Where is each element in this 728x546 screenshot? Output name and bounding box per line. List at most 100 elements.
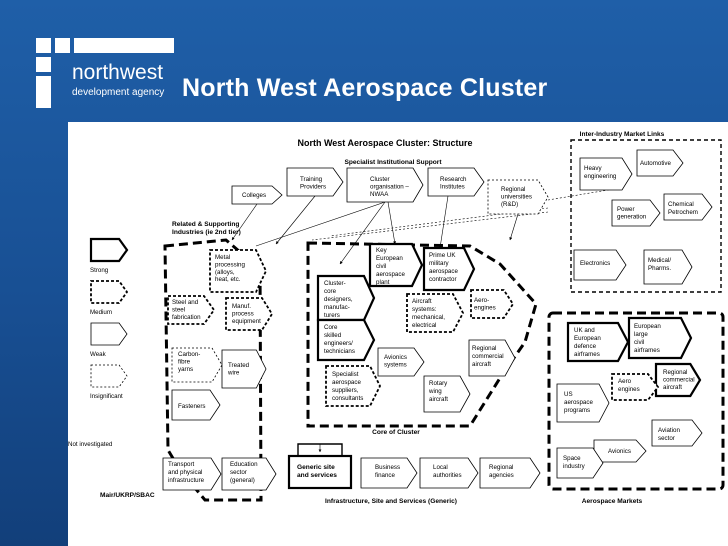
regional_agencies-line: agencies xyxy=(489,472,514,479)
cluster_core-line: manufac- xyxy=(324,304,350,311)
logo-square xyxy=(36,57,51,72)
cluster-org-link xyxy=(339,201,386,265)
aircraft_sys-line: systems: xyxy=(412,306,437,313)
business_fin-shape xyxy=(360,457,418,489)
legend-weak-shape xyxy=(90,322,128,346)
cluster-org-key-link xyxy=(387,201,397,245)
aero_engines2-line: Aero xyxy=(618,378,632,385)
core_skilled-line: engineers/ xyxy=(324,340,353,347)
aircraft_sys-shape xyxy=(406,293,465,333)
key_civil-line: European xyxy=(376,255,403,262)
chemical-line: Chemical xyxy=(668,201,694,208)
carbon-line: Carbon- xyxy=(178,351,200,358)
core_skilled-shape xyxy=(316,318,376,362)
electronics-line: Electronics xyxy=(580,260,610,267)
training-shape xyxy=(286,167,344,197)
core-of-cluster-label: Core of Cluster xyxy=(372,429,420,436)
aero_engines2-line: engines xyxy=(618,386,640,393)
local_auth-shape xyxy=(419,457,479,489)
manuf-shape xyxy=(225,297,274,331)
training-link xyxy=(275,195,316,245)
research-line: Institutes xyxy=(440,183,465,190)
electronics-shape xyxy=(573,249,627,281)
prime_uk-line: contractor xyxy=(429,276,457,283)
steel-shape xyxy=(167,295,216,325)
uk_defence-shape xyxy=(566,321,630,363)
generic-site-shape xyxy=(287,454,353,490)
avionics_sys-line: systems xyxy=(384,361,407,368)
logo-bar xyxy=(74,38,174,53)
local_auth-line: Local xyxy=(433,464,448,471)
colleges-link xyxy=(231,203,258,241)
specialist-line: consultants xyxy=(332,395,363,402)
legend-label-medium: Medium xyxy=(90,309,112,316)
specialist-support-label: Specialist Institutional Support xyxy=(344,159,442,166)
logo-square xyxy=(55,38,70,53)
research-line: Research xyxy=(440,176,467,183)
legend-medium-shape xyxy=(90,280,129,304)
treated-line: Treated xyxy=(228,362,250,369)
legend-label-weak: Weak xyxy=(90,351,107,358)
power_gen-line: generation xyxy=(617,213,647,220)
inter-industry-border xyxy=(570,139,722,293)
us_aero-line: US xyxy=(564,391,573,398)
training-line: Providers xyxy=(300,183,326,190)
logo-name: northwest xyxy=(72,61,164,84)
business_fin-line: Business xyxy=(375,464,400,471)
chemical-line: Petrochem xyxy=(668,209,698,216)
cluster-related-link xyxy=(255,201,386,247)
aviation-line: Aviation xyxy=(658,427,680,434)
prime_uk-line: military xyxy=(429,260,449,267)
cluster_core-line: turers xyxy=(324,312,340,319)
chemical-shape xyxy=(663,193,713,221)
manuf-line: Manuf. xyxy=(232,303,251,310)
metal-line: Metal xyxy=(215,254,230,261)
us_aero-shape xyxy=(556,383,610,423)
colleges-line: Colleges xyxy=(242,192,266,199)
space-shape xyxy=(556,447,604,479)
medical-line: Medical/ xyxy=(648,257,671,264)
uk_defence-line: UK and xyxy=(574,327,595,334)
regional_comm2-line: commercial xyxy=(663,376,695,383)
key_civil-line: Key xyxy=(376,247,388,254)
university-core-link2 xyxy=(311,211,549,241)
cluster_org-line: Cluster xyxy=(370,176,390,183)
core_skilled-line: technicians xyxy=(324,348,355,355)
aviation-shape xyxy=(651,419,703,447)
power_gen-line: Power xyxy=(617,206,635,213)
uk_defence-line: European xyxy=(574,335,601,342)
logo-bar xyxy=(36,76,51,108)
transport-line: Transport xyxy=(168,461,195,468)
related-supporting-label: Industries (ie 2nd tier) xyxy=(172,229,241,236)
regional_comm-line: Regional xyxy=(472,345,496,352)
rotary-line: Rotary xyxy=(429,380,448,387)
cluster_org-line: organisation – xyxy=(370,183,409,190)
business_fin-line: finance xyxy=(375,472,396,479)
avionics_sys-shape xyxy=(377,347,425,377)
medical-line: Pharms. xyxy=(648,265,671,272)
manuf-line: equipment xyxy=(232,318,261,325)
regional_comm2-line: Regional xyxy=(663,369,687,376)
legend-strong-shape xyxy=(89,237,129,263)
cluster_core-line: Cluster- xyxy=(324,280,346,287)
legend-label-not-investigated: Not investigated xyxy=(68,441,113,448)
carbon-shape xyxy=(171,347,223,383)
core_skilled-line: skilled xyxy=(324,332,342,339)
prime_uk-line: aerospace xyxy=(429,268,458,275)
carbon-line: fibre xyxy=(178,358,191,365)
carbon-line: yarns xyxy=(178,366,193,373)
european_civil-line: civil xyxy=(634,339,644,346)
european_civil-shape xyxy=(627,316,693,360)
metal-line: (alloys, xyxy=(215,269,235,276)
cluster_core-shape xyxy=(316,274,376,322)
us_aero-line: aerospace xyxy=(564,399,593,406)
diagram-title: North West Aerospace Cluster: Structure xyxy=(297,138,472,148)
power_gen-shape xyxy=(611,199,661,227)
heavy_eng-line: engineering xyxy=(584,173,617,180)
rotary-line: aircraft xyxy=(429,396,448,403)
education-line: sector xyxy=(230,469,247,476)
education-line: (general) xyxy=(230,477,255,484)
transport-line: and physical xyxy=(168,469,202,476)
specialist-line: suppliers, xyxy=(332,387,359,394)
prime_uk-shape xyxy=(422,246,476,292)
